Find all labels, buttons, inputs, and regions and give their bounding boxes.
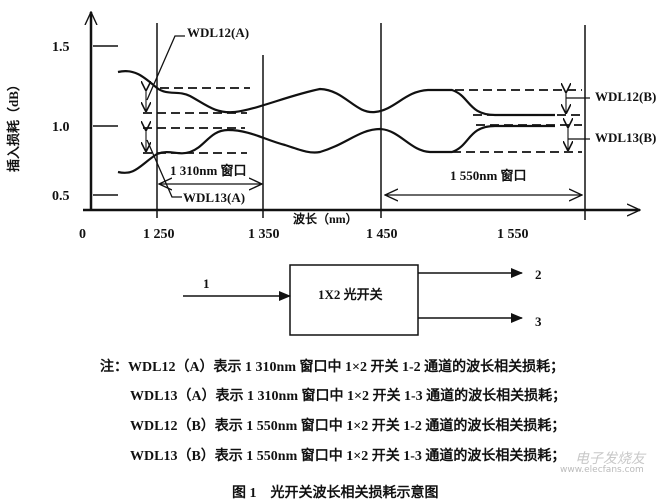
input-port-label: 1	[203, 276, 210, 291]
wdl-span-arrows	[146, 90, 568, 151]
y-tick-label: 1.5	[52, 40, 70, 55]
switch-label: 1X2 光开关	[318, 287, 383, 302]
annotation-leaders	[146, 35, 590, 198]
origin-label: 0	[79, 227, 86, 242]
optical-switch-box	[289, 264, 419, 336]
x-tick-label: 1 550	[497, 227, 529, 242]
x-axis-label: 波长（nm）	[293, 211, 358, 226]
x-tick-label: 1 450	[366, 227, 398, 242]
y-axis-label: 插入损耗（dB）	[6, 78, 21, 172]
note-line: WDL13（B）表示 1 550nm 窗口中 1×2 开关 1-3 通道的波长相…	[130, 449, 566, 464]
x-tick-label: 1 250	[143, 227, 175, 242]
y-tick-label: 0.5	[52, 189, 70, 204]
dashed-reference-lines	[143, 87, 582, 154]
x-tick-label: 1 350	[248, 227, 280, 242]
y-tick-label: 1.0	[52, 120, 70, 135]
watermark-site: www.elecfans.com	[560, 465, 644, 475]
window-1550-label: 1 550nm 窗口	[450, 168, 527, 183]
label-wdl12a: WDL12(A)	[187, 25, 249, 40]
watermark-logo: 电子发烧友	[575, 451, 645, 467]
output-port-2-label: 2	[535, 267, 542, 282]
note-line: WDL13（A）表示 1 310nm 窗口中 1×2 开关 1-3 通道的波长相…	[130, 389, 567, 404]
output-port-3-label: 3	[535, 314, 542, 329]
note-line: 注：WDL12（A）表示 1 310nm 窗口中 1×2 开关 1-2 通道的波…	[100, 360, 565, 375]
label-wdl13a: WDL13(A)	[183, 190, 245, 205]
note-line: WDL12（B）表示 1 550nm 窗口中 1×2 开关 1-2 通道的波长相…	[130, 419, 566, 434]
curve-channel-1-3	[117, 124, 555, 174]
figure-caption: 图 1 光开关波长相关损耗示意图	[232, 486, 439, 501]
window-1310-label: 1 310nm 窗口	[170, 163, 247, 178]
label-wdl13b: WDL13(B)	[595, 130, 656, 145]
curve-channel-1-2	[117, 70, 555, 117]
label-wdl12b: WDL12(B)	[595, 89, 656, 104]
